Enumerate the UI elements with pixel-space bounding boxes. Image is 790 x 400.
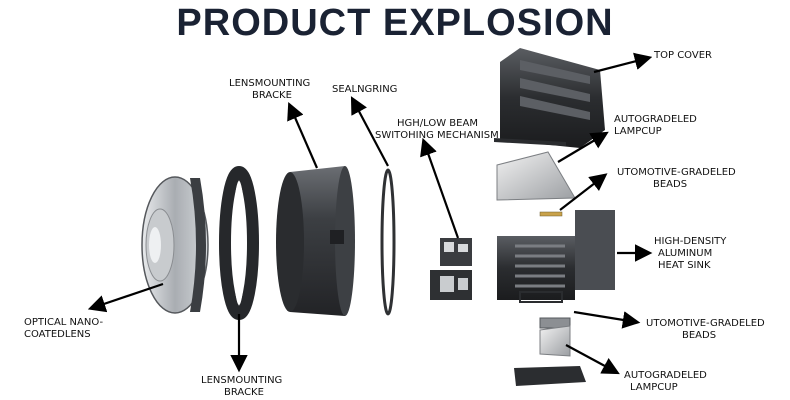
label-beads-top: UTOMOTIVE-GRADELED BEADS xyxy=(617,167,736,191)
label-line: AUTOGRADELED xyxy=(624,370,707,381)
label-line: SEALNGRING xyxy=(332,84,398,95)
top-cover-part xyxy=(500,48,605,148)
arrow-top-cover xyxy=(593,52,653,74)
label-line: UTOMOTIVE-GRADELED xyxy=(646,318,765,329)
optical-lens-part xyxy=(141,176,209,314)
label-line: HEAT SINK xyxy=(658,260,711,271)
label-line: SWITOHING MECHANISM xyxy=(375,130,499,141)
label-line: BEADS xyxy=(653,179,688,190)
label-line: ALUMINUM xyxy=(658,248,713,259)
label-line: OPTICAL NANO- xyxy=(24,317,104,328)
label-line: COATEDLENS xyxy=(24,329,91,340)
callout-arrows xyxy=(87,52,653,375)
led-beads-top-part xyxy=(539,211,563,217)
label-lampcup-top: AUTOGRADELED LAMPCUP xyxy=(614,114,697,138)
lens-mounting-bracket-part xyxy=(219,166,259,320)
bottom-strip-part xyxy=(514,366,586,386)
page-title: PRODUCT EXPLOSION xyxy=(176,2,614,44)
label-sealing-ring: SEALNGRING xyxy=(332,84,397,96)
heat-sink-part xyxy=(497,210,615,303)
arrow-beads-bottom xyxy=(573,310,641,329)
gasket-strip-part xyxy=(494,138,566,146)
label-line: LAMPCUP xyxy=(614,126,662,137)
label-beads-bottom: UTOMOTIVE-GRADELED BEADS xyxy=(646,318,765,342)
label-lens-bracket-bottom: LENSMOUNTING BRACKE xyxy=(201,375,282,399)
label-line: AUTOGRADELED xyxy=(614,114,697,125)
label-lampcup-bottom: AUTOGRADELED LAMPCUP xyxy=(624,370,707,394)
arrow-beam-switch xyxy=(420,137,460,239)
arrow-lampcup-top xyxy=(557,131,609,163)
label-line: LENSMOUNTING xyxy=(201,375,283,386)
sealing-ring-part xyxy=(380,168,396,316)
label-line: BEADS xyxy=(682,330,717,341)
lens-housing-cylinder-part xyxy=(276,166,355,316)
label-line: BRACKE xyxy=(224,387,264,398)
arrow-lampcup-bottom xyxy=(565,344,620,375)
label-line: LENSMOUNTING xyxy=(229,78,311,89)
label-heat-sink: HIGH-DENSITY ALUMINUM HEAT SINK xyxy=(654,236,726,272)
beam-switch-part xyxy=(430,238,472,300)
label-line: BRACKE xyxy=(252,90,292,101)
arrow-sealing-ring xyxy=(350,96,389,167)
label-line: UTOMOTIVE-GRADELED xyxy=(617,167,736,178)
arrow-lens-bracket-top xyxy=(287,101,319,169)
arrow-optical-lens xyxy=(87,282,164,313)
label-line: TOP COVER xyxy=(654,50,712,61)
label-lens-bracket-top: LENSMOUNTING BRACKE xyxy=(229,78,310,102)
label-optical-lens: OPTICAL NANO- COATEDLENS xyxy=(24,317,103,341)
label-line: LAMPCUP xyxy=(630,382,678,393)
label-line: HIGH-DENSITY xyxy=(654,236,727,247)
label-beam-switch: HGH/LOW BEAM SWITOHING MECHANISM xyxy=(375,118,499,142)
label-line: HGH/LOW BEAM xyxy=(397,118,478,129)
lampcup-bottom-part xyxy=(539,325,571,357)
label-top-cover: TOP COVER xyxy=(654,50,712,62)
arrow-beads-top xyxy=(559,173,608,211)
